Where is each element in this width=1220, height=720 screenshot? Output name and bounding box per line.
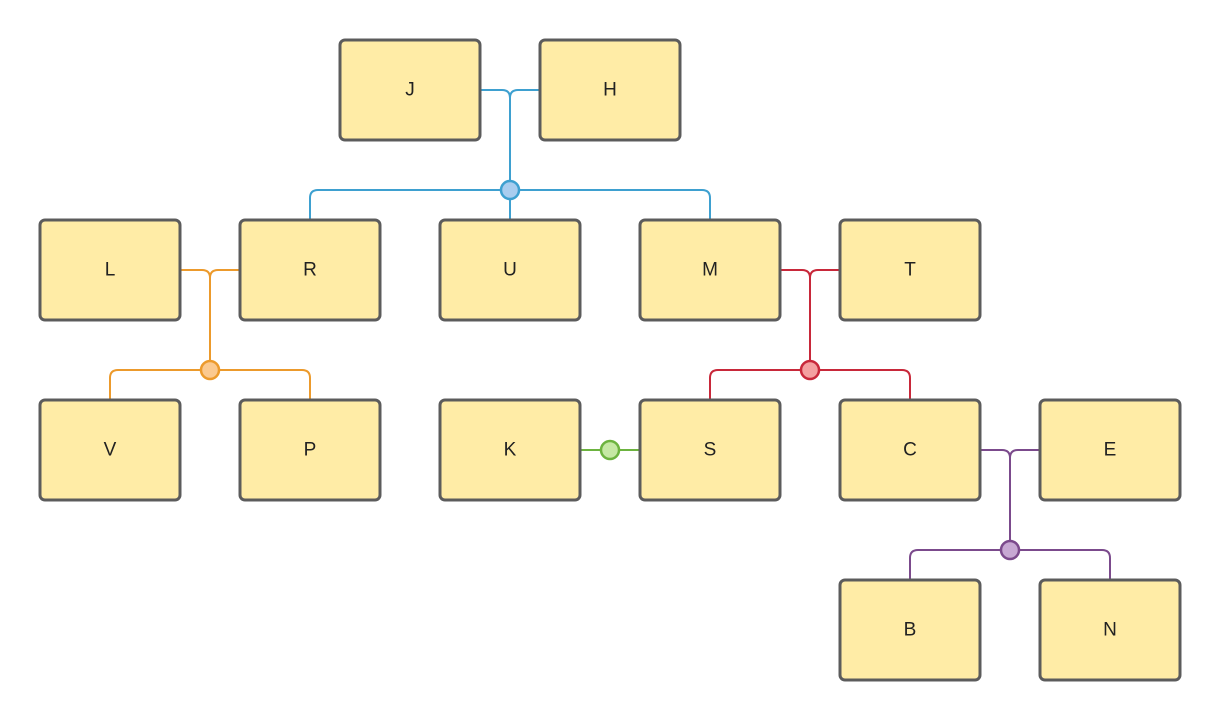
person-node-m[interactable]: M <box>638 218 782 322</box>
person-label: C <box>903 440 917 461</box>
person-node-r[interactable]: R <box>238 218 382 322</box>
person-box[interactable] <box>238 398 382 502</box>
person-box[interactable] <box>438 398 582 502</box>
person-box[interactable] <box>838 578 982 682</box>
child-link-u2-V <box>109 369 210 400</box>
person-label: N <box>1103 620 1117 641</box>
person-node-n[interactable]: N <box>1038 578 1182 682</box>
child-link-u1-M <box>510 189 711 220</box>
person-box[interactable] <box>1038 578 1182 682</box>
partner-link-u2 <box>180 269 240 370</box>
partner-link-u3 <box>780 269 840 370</box>
union-dot-u2 <box>199 359 221 381</box>
person-node-j[interactable]: J <box>338 38 482 142</box>
child-link-u5-N <box>1010 549 1111 580</box>
person-box[interactable] <box>438 218 582 322</box>
connector-layer <box>109 89 1111 580</box>
person-box[interactable] <box>838 398 982 502</box>
person-node-c[interactable]: C <box>838 398 982 502</box>
person-box[interactable] <box>238 218 382 322</box>
person-label: S <box>704 440 717 461</box>
person-label: M <box>702 260 718 281</box>
person-box[interactable] <box>838 218 982 322</box>
person-box[interactable] <box>538 38 682 142</box>
person-label: E <box>1104 440 1117 461</box>
union-dot-layer <box>199 179 1021 561</box>
person-node-u[interactable]: U <box>438 218 582 322</box>
partner-link-u1 <box>480 89 540 190</box>
person-box[interactable] <box>38 218 182 322</box>
person-label: K <box>504 440 517 461</box>
union-dot-u5 <box>999 539 1021 561</box>
child-link-u3-C <box>810 369 911 400</box>
union-dot-u1 <box>499 179 521 201</box>
person-node-l[interactable]: L <box>38 218 182 322</box>
child-link-u2-P <box>210 369 311 400</box>
person-box[interactable] <box>38 398 182 502</box>
person-label: T <box>904 260 916 281</box>
person-label: U <box>503 260 517 281</box>
person-box[interactable] <box>638 218 782 322</box>
person-node-k[interactable]: K <box>438 398 582 502</box>
partner-link-u5 <box>980 449 1040 550</box>
child-link-u3-S <box>709 369 810 400</box>
person-node-b[interactable]: B <box>838 578 982 682</box>
person-label: J <box>405 80 415 101</box>
person-node-v[interactable]: V <box>38 398 182 502</box>
union-dot-u4 <box>599 439 621 461</box>
person-label: B <box>904 620 917 641</box>
person-node-p[interactable]: P <box>238 398 382 502</box>
person-node-h[interactable]: H <box>538 38 682 142</box>
person-node-e[interactable]: E <box>1038 398 1182 502</box>
person-label: R <box>303 260 317 281</box>
node-layer: J H L R U M T V P K S C E B N <box>38 38 1182 682</box>
person-box[interactable] <box>638 398 782 502</box>
person-label: L <box>105 260 116 281</box>
person-box[interactable] <box>338 38 482 142</box>
person-label: P <box>304 440 317 461</box>
child-link-u1-R <box>309 189 510 220</box>
person-node-t[interactable]: T <box>838 218 982 322</box>
person-box[interactable] <box>1038 398 1182 502</box>
child-link-u5-B <box>909 549 1010 580</box>
union-dot-u3 <box>799 359 821 381</box>
person-node-s[interactable]: S <box>638 398 782 502</box>
person-label: H <box>603 80 617 101</box>
person-label: V <box>104 440 117 461</box>
